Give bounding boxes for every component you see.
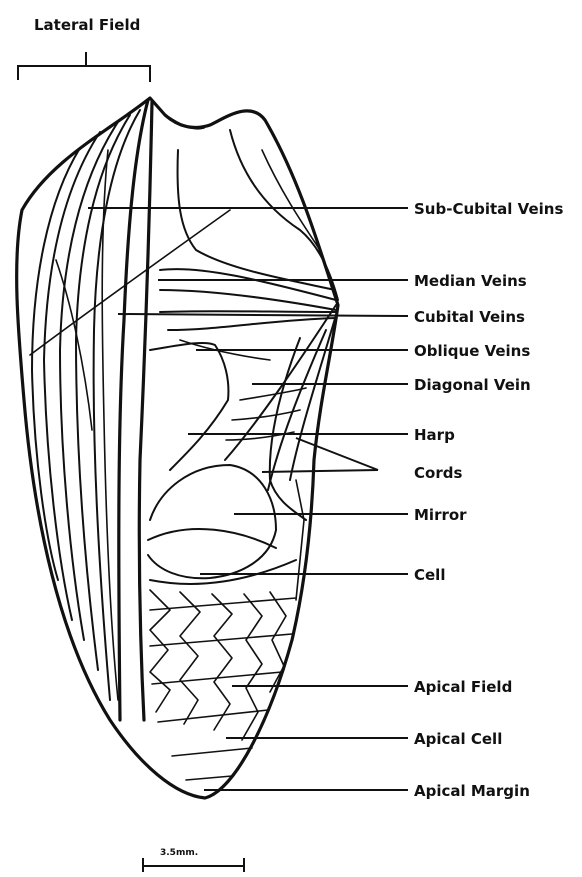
- lateral-field-title: Lateral Field: [34, 16, 140, 34]
- label-apical-cell: Apical Cell: [414, 730, 502, 748]
- lateral-field-bracket: [18, 52, 150, 82]
- anterior-veins: [160, 130, 338, 520]
- lateral-field-veins: [30, 100, 230, 720]
- label-mirror: Mirror: [414, 506, 467, 524]
- labels: Sub-Cubital Veins Median Veins Cubital V…: [414, 200, 563, 800]
- scale-bar: 3.5mm.: [143, 848, 244, 872]
- label-harp: Harp: [414, 426, 455, 444]
- label-cords: Cords: [414, 464, 462, 482]
- label-sub-cubital-veins: Sub-Cubital Veins: [414, 200, 563, 218]
- scale-bar-label: 3.5mm.: [160, 848, 198, 858]
- label-cell: Cell: [414, 566, 445, 584]
- apical-field-cells: [150, 480, 304, 780]
- label-median-veins: Median Veins: [414, 272, 527, 290]
- label-cubital-veins: Cubital Veins: [414, 308, 525, 326]
- label-apical-field: Apical Field: [414, 678, 512, 696]
- central-cells: [148, 343, 296, 584]
- label-apical-margin: Apical Margin: [414, 782, 530, 800]
- label-diagonal-vein: Diagonal Vein: [414, 376, 531, 394]
- label-oblique-veins: Oblique Veins: [414, 342, 530, 360]
